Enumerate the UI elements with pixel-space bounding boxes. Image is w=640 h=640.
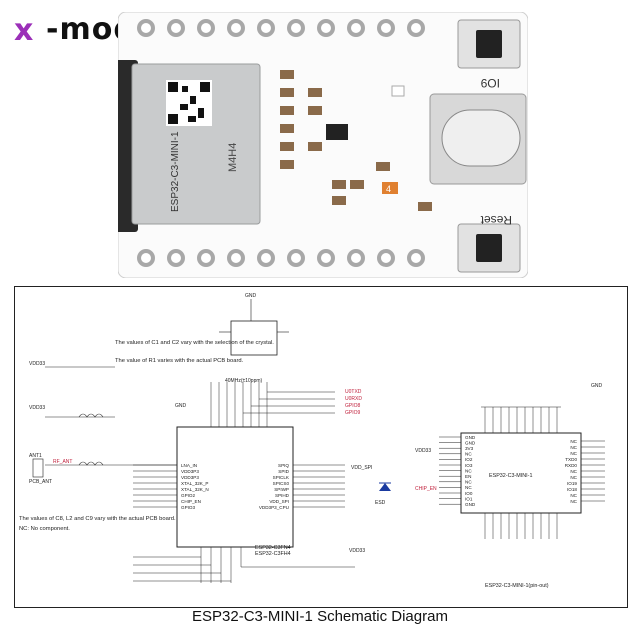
pinout-left-pin-label: IO3 xyxy=(465,463,473,468)
main-left-pin-label: XTAL_32K_N xyxy=(181,487,209,492)
crystal-block xyxy=(230,320,278,356)
ant-label: ANT1 xyxy=(29,453,42,459)
schematic-svg: The values of C1 and C2 vary with the se… xyxy=(19,293,605,589)
pinout-left-pin-label: NC xyxy=(465,480,472,485)
main-right-pin-label: SPICS0 xyxy=(273,481,290,486)
chip-name-2: ESP32-C3FH4 xyxy=(255,551,291,557)
pinout-right-pin-label: RXD0 xyxy=(565,463,578,468)
power-led xyxy=(382,182,398,194)
pinout-right-pin-label: TXD0 xyxy=(565,457,577,462)
main-chip-right-pins: SPIQSPIDSPICLKSPICS0SPIWPSPIHDVDD_SPIVDD… xyxy=(259,463,345,510)
main-right-pin-label: SPIQ xyxy=(278,463,289,468)
pinout-left-pin-label: IO1 xyxy=(465,496,473,501)
pinout-left-pin-label: 3V3 xyxy=(465,446,474,451)
boot-label: IO9 xyxy=(480,76,500,90)
pinout-left-pin-label: NC xyxy=(465,452,472,457)
top-header-pins xyxy=(137,19,425,37)
pinout-gnd-label: GND xyxy=(591,383,603,389)
pinout-right-pin-label: NC xyxy=(570,469,577,474)
regulator-chip xyxy=(326,124,348,140)
pinout-left-pin-label: IO0 xyxy=(465,491,473,496)
passive-components xyxy=(280,70,432,211)
main-right-pin-label: VDD_SPI xyxy=(269,499,289,504)
pinout-left-pin-label: IO2 xyxy=(465,457,473,462)
net-u0txd: U0TXD xyxy=(345,389,362,395)
pinout-right-pin-label: NC xyxy=(570,439,577,444)
main-right-pin-label: SPID xyxy=(278,469,289,474)
main-right-pin-label: VDD3P3_CPU xyxy=(259,505,289,510)
esd-diode xyxy=(379,483,391,491)
crystal-label: 40MHz(±10ppm) xyxy=(225,378,263,384)
note-r1: The value of R1 varies with the actual P… xyxy=(115,358,244,364)
schematic-diagram: The values of C1 and C2 vary with the se… xyxy=(14,286,628,608)
pinout-right-pin-label: NC xyxy=(570,475,577,480)
pinout-chip-en-label: CHIP_EN xyxy=(415,486,437,492)
pcb-ant-label: PCB_ANT xyxy=(29,479,52,485)
main-left-pin-label: CHIP_EN xyxy=(181,499,201,504)
gnd-top-label: GND xyxy=(245,293,257,299)
diagram-caption: ESP32-C3-MINI-1 Schematic Diagram xyxy=(192,608,448,625)
esd-label: ESD xyxy=(375,500,386,506)
note-c8: The values of C8, L2 and C9 vary with th… xyxy=(19,516,176,522)
vdd-spi-label: VDD_SPI xyxy=(351,465,372,471)
vdd33-label-2: VDD33 xyxy=(29,405,45,411)
reset-label: Reset xyxy=(480,213,512,227)
net-u0rxd: U0RXD xyxy=(345,396,362,402)
pinout-right-pin-label: NC xyxy=(570,493,577,498)
main-left-pin-label: XTAL_32K_P xyxy=(181,481,209,486)
logo-mark: x xyxy=(14,13,34,48)
board-photo: ESP32-C3-MINI-1 M4H4 4 IO9 Reset xyxy=(118,12,528,278)
main-right-pin-label: SPIHD xyxy=(275,493,290,498)
pinout-left-pin-label: GND xyxy=(465,502,476,507)
net-gpio8: GPIO8 xyxy=(345,403,361,409)
main-left-pin-label: VDD3P3 xyxy=(181,469,199,474)
main-right-pin-label: SPICLK xyxy=(273,475,290,480)
pinout-top-pins xyxy=(481,406,561,539)
main-right-pin-label: SPIWP xyxy=(274,487,289,492)
note-c1c2: The values of C1 and C2 vary with the se… xyxy=(115,340,274,346)
pinout-right-pin-label: IO18 xyxy=(567,487,577,492)
net-gpio9: GPIO9 xyxy=(345,410,361,416)
pinout-module xyxy=(460,432,582,514)
pinout-vdd33-label: VDD33 xyxy=(415,448,431,454)
pinout-title: ESP32-C3-MINI-1(pin-out) xyxy=(485,583,549,589)
vdd33-label-3: VDD33 xyxy=(349,548,365,554)
vdd33-label-1: VDD33 xyxy=(29,361,45,367)
main-left-pin-label: GPIO2 xyxy=(181,493,195,498)
top-bus xyxy=(210,382,335,427)
bottom-bus xyxy=(133,547,355,583)
pinout-left-pin-label: EN xyxy=(465,474,471,479)
gnd-left-label: GND xyxy=(175,403,187,409)
pinout-left-pin-label: GND xyxy=(465,435,476,440)
main-left-pin-label: LNA_IN xyxy=(181,463,197,468)
pinout-right-pin-label: NC xyxy=(570,445,577,450)
rf-section xyxy=(32,366,177,478)
pinout-chip-name: ESP32-C3-MINI-1 xyxy=(489,473,532,479)
pinout-right-pin-label: NC xyxy=(570,499,577,504)
module-label: ESP32-C3-MINI-1 xyxy=(170,131,181,212)
main-left-pin-label: VDD3P3 xyxy=(181,475,199,480)
chip-name-1: ESP32-C3FN4 xyxy=(255,545,291,551)
bottom-header-pins xyxy=(137,249,425,267)
pinout-left-pin-label: NC xyxy=(465,485,472,490)
main-chip-left-pins: LNA_INVDD3P3VDD3P3XTAL_32K_PXTAL_32K_NGP… xyxy=(133,463,209,510)
pinout-left-pin-label: NC xyxy=(465,468,472,473)
pinout-left-pin-label: GND xyxy=(465,440,476,445)
status-led xyxy=(391,85,405,97)
pinout-right-pin-label: NC xyxy=(570,451,577,456)
module-shield xyxy=(131,63,261,225)
power-led-label: 4 xyxy=(386,184,391,194)
pinout-right-pin-label: IO19 xyxy=(567,481,577,486)
main-left-pin-label: GPIO3 xyxy=(181,505,195,510)
note-nc: NC: No component. xyxy=(19,526,70,532)
module-code: M4H4 xyxy=(227,143,239,172)
rf-ant-label: RF_ANT xyxy=(53,459,72,465)
